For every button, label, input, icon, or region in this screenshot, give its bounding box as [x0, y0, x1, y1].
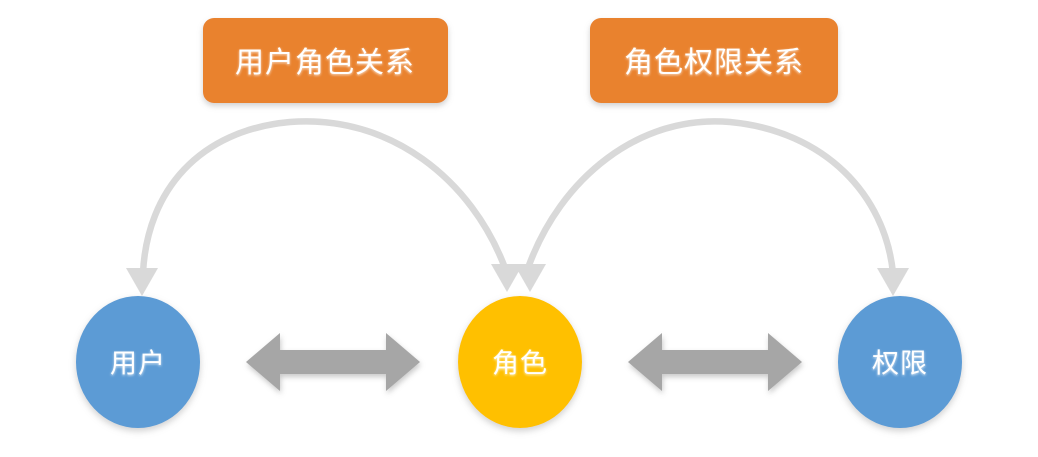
- curve-path-user-role: [139, 118, 509, 277]
- double-arrow-role-permission[interactable]: [628, 333, 802, 391]
- node-permission-label: 权限: [872, 349, 928, 380]
- node-user[interactable]: [76, 296, 200, 428]
- label-box-role-permission-text: 角色权限关系: [624, 45, 804, 79]
- label-box-role-permission[interactable]: [590, 18, 838, 103]
- arrowhead-to-role-left: [491, 264, 523, 292]
- node-role-circle: [458, 296, 582, 428]
- label-box-user-role[interactable]: [203, 18, 448, 103]
- curve-path-role-permission: [524, 118, 897, 277]
- double-arrow-user-role[interactable]: [246, 333, 420, 391]
- node-user-label: 用户: [110, 349, 166, 380]
- curved-arrows-layer: [126, 118, 909, 296]
- double-arrows-layer: [246, 333, 802, 391]
- nodes-layer: 用户 角色 权限: [76, 296, 962, 428]
- node-role-label: 角色: [492, 349, 548, 380]
- label-box-user-role-rect: [203, 18, 448, 103]
- node-permission[interactable]: [838, 296, 962, 428]
- arrowhead-to-permission: [877, 268, 909, 296]
- label-boxes-layer: 用户角色关系 角色权限关系: [203, 18, 838, 103]
- node-user-circle: [76, 296, 200, 428]
- arrowhead-to-user: [126, 268, 158, 296]
- label-box-role-permission-rect: [590, 18, 838, 103]
- double-arrow-user-role-shape: [246, 333, 420, 391]
- double-arrow-role-permission-shape: [628, 333, 802, 391]
- node-role[interactable]: [458, 296, 582, 428]
- curved-arrow-role-permission: [514, 118, 909, 296]
- arrowhead-to-role-right: [514, 264, 546, 292]
- node-permission-circle: [838, 296, 962, 428]
- label-box-user-role-text: 用户角色关系: [235, 45, 415, 79]
- curved-arrow-user-role: [126, 118, 523, 296]
